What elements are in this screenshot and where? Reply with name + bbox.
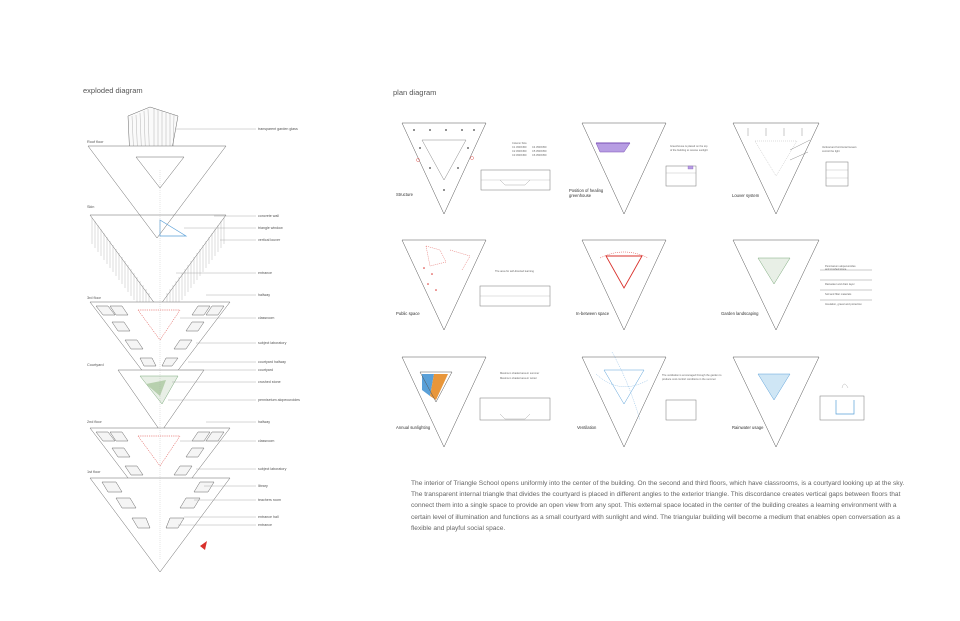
note-public-0: The area for self-directed learning — [495, 270, 534, 273]
note-louver-1: control the light — [822, 150, 840, 153]
panel-greenhouse — [581, 122, 697, 215]
note-louver-0: Vertical and horizontal louvers — [822, 146, 857, 149]
note-sunlight-1: Maximum shaded area in winter — [500, 377, 537, 380]
panel-structure — [401, 122, 551, 215]
note-structure-6: C6 350X350 — [532, 154, 547, 157]
floor-label-courtyard: Courtyard — [87, 363, 104, 367]
project-description: The interior of Triangle School opens un… — [411, 480, 905, 532]
caption-louver: Louver system — [732, 193, 760, 198]
note-structure-4: C4 350X350 — [532, 146, 547, 149]
floor-label-2nd: 2nd floor — [87, 420, 102, 424]
note-garden-0: Pennisetum alopecuroides — [825, 265, 856, 268]
note-garden-2: Rainwater and drain layer — [825, 283, 855, 286]
note-ventilation-1: produce cool comfort conditions in the s… — [662, 378, 716, 381]
label-concrete-wall: concrete wall — [258, 214, 279, 218]
floor-label-1st: 1st floor — [87, 470, 101, 474]
note-garden-4: Insulation, gravel and protection — [825, 303, 862, 306]
note-structure-2: C2 450X450 — [512, 150, 527, 153]
caption-sunlight: Annual sunlighting — [396, 425, 431, 430]
label-pennisetum: pennisetum alopecuroides — [258, 398, 300, 402]
label-crushed-stone: crushed stone — [258, 380, 281, 384]
label-entrance-top: entrance — [258, 271, 272, 275]
label-entrance-hall: entrance hall — [258, 515, 279, 519]
roof-slab — [87, 145, 227, 239]
caption-garden: Garden landscaping — [721, 311, 759, 316]
note-structure-1: C1 450X450 — [512, 146, 527, 149]
label-courtyard-hallway: courtyard hallway — [258, 360, 286, 364]
label-subject-lab-2nd: subject laboratory — [258, 467, 287, 471]
courtyard-floor — [117, 369, 205, 433]
note-structure-0: Column Size — [512, 142, 527, 145]
note-greenhouse-0: Greenhouse is placed on the top — [670, 145, 708, 148]
label-vertical-louver: vertical louver — [258, 238, 281, 242]
label-transparent-garden-glass: transparent garden glass — [258, 127, 298, 131]
label-classroom-3rd: classroom — [258, 316, 275, 320]
note-ventilation-0: The ventilation is encouraged through th… — [662, 374, 722, 377]
caption-greenhouse: Position of healing greenhouse — [569, 188, 604, 198]
label-entrance-bottom: entrance — [258, 523, 272, 527]
label-courtyard: courtyard — [258, 368, 273, 372]
floor-label-3rd: 3rd floor — [87, 296, 101, 300]
note-garden-3: Soil and filter materials — [825, 293, 852, 296]
label-classroom-2nd: classroom — [258, 439, 275, 443]
note-structure-3: C3 450X450 — [512, 154, 527, 157]
label-teachers-room: teachers room — [258, 498, 281, 502]
note-garden-1: and crushed stone — [825, 268, 847, 271]
label-hallway-3rd: hallway — [258, 293, 270, 297]
caption-ventilation: Ventilation — [577, 425, 597, 430]
caption-structure: Structure — [396, 192, 413, 197]
note-greenhouse-1: of the building to receive sunlight — [670, 149, 708, 152]
floor-label-roof: Roof floor — [87, 140, 104, 144]
label-subject-lab-3rd: subject laboratory — [258, 341, 287, 345]
caption-in-between: In-between space — [576, 311, 610, 316]
caption-rainwater: Rainwater usage — [732, 425, 764, 430]
note-structure-5: C5 350X350 — [532, 150, 547, 153]
leader-lines — [168, 128, 256, 526]
panel-garden — [732, 239, 872, 331]
panel-sunlight — [401, 356, 551, 448]
panel-public-space — [401, 239, 551, 331]
floor-label-skin: Skin — [87, 205, 95, 209]
panel-in-between — [581, 239, 667, 331]
exploded-diagram-title: exploded diagram — [83, 86, 143, 95]
plan-diagram-title: plan diagram — [393, 88, 437, 97]
panel-rainwater — [732, 356, 865, 448]
caption-public-space: Public space — [396, 311, 420, 316]
label-library: library — [258, 484, 268, 488]
label-hallway-2nd: hallway — [258, 420, 270, 424]
label-triangle-window: triangle window — [258, 226, 283, 230]
panel-ventilation — [581, 351, 697, 448]
note-sunlight-0: Maximum shaded area in summer — [500, 372, 540, 375]
panel-louver — [732, 122, 849, 215]
